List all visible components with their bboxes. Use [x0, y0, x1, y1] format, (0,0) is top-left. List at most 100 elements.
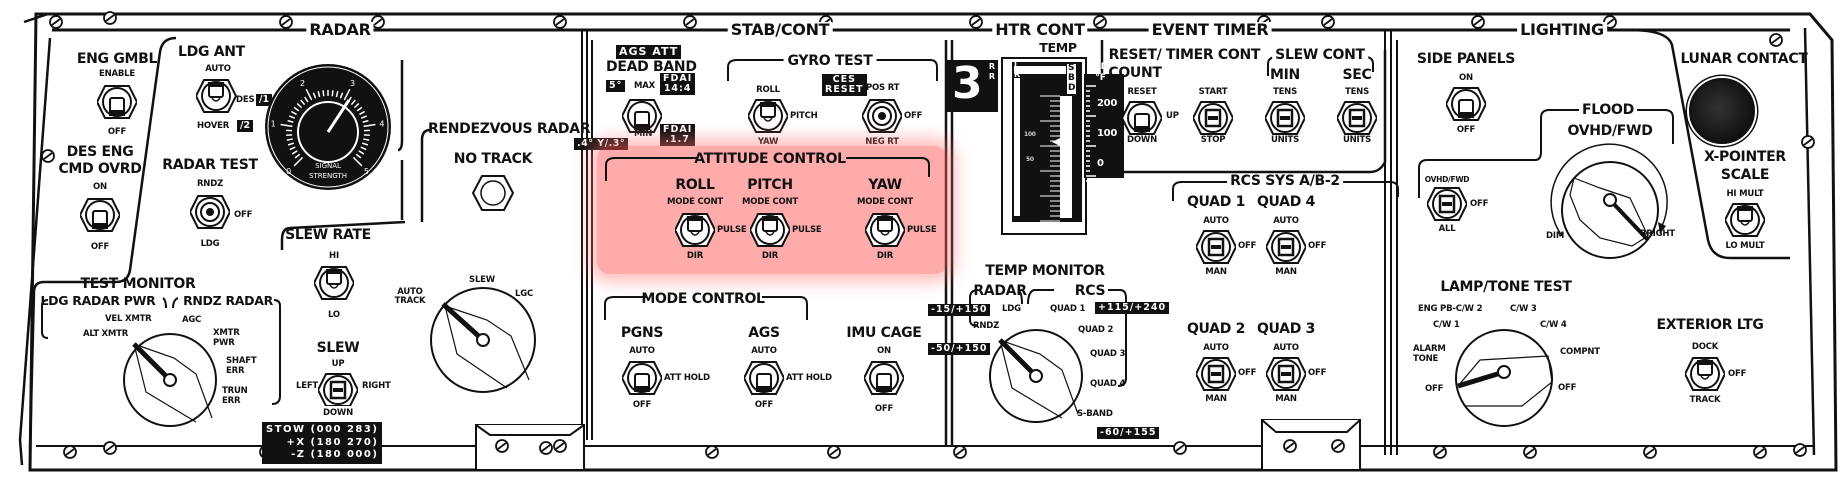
lamp-tone-rotary-switch[interactable] — [1452, 326, 1556, 434]
rcs-quad-down-label: MAN — [1205, 267, 1227, 277]
rcs-quad4-switch[interactable] — [1266, 227, 1306, 265]
x-pointer-toggle[interactable] — [1725, 200, 1765, 238]
rr-tag: R R — [989, 62, 995, 81]
test-monitor-title: TEST MONITOR — [80, 276, 196, 292]
rcs-quad-down-label: MAN — [1275, 267, 1297, 277]
flood-ovhd-fwd-switch[interactable] — [1427, 184, 1467, 222]
pgns-down-label: OFF — [632, 400, 652, 410]
flood-dimmer-knob[interactable] — [1540, 140, 1680, 260]
reset-count-title-2: COUNT — [1108, 65, 1162, 81]
test-monitor-rotary-switch[interactable] — [120, 330, 220, 430]
rcs-quad-right-label: OFF — [1238, 241, 1257, 251]
exterior-ltg-toggle[interactable] — [1685, 354, 1725, 392]
signal-tick — [296, 102, 303, 109]
flood-switch-down-label: ALL — [1438, 224, 1456, 234]
signal-tick — [331, 90, 334, 97]
signal-tick — [355, 153, 362, 159]
slew-rate-toggle[interactable] — [314, 263, 354, 307]
attitude-yaw-toggle[interactable] — [865, 210, 905, 250]
slew-up-label: UP — [331, 359, 345, 369]
rcs-quad2-switch[interactable] — [1196, 354, 1236, 392]
lunar-contact-light — [1689, 78, 1755, 144]
slew-rate-up-label: HI — [329, 251, 339, 261]
imu-cage-toggle[interactable] — [864, 358, 904, 402]
test-monitor-brackets — [41, 297, 281, 405]
range-rndz: -15/+150 — [928, 304, 991, 316]
screw-slot — [971, 18, 981, 26]
screw-slot — [1771, 36, 1781, 44]
signal-tick — [317, 90, 321, 98]
dead-band-title: DEAD BAND — [606, 59, 697, 75]
des-eng-title-1: DES ENG — [66, 144, 134, 160]
lamp-pos-cw4: C/W 4 — [1540, 320, 1567, 330]
mode-control-bracket — [604, 296, 808, 320]
screw-slot — [1323, 18, 1333, 26]
signal-tick — [353, 102, 360, 109]
slew-sec-switch[interactable] — [1337, 98, 1377, 136]
rcs-quad-right-label: OFF — [1308, 368, 1327, 378]
lamp-tone-dial — [1455, 329, 1553, 427]
gyro-axis-right-label: PITCH — [790, 111, 818, 121]
temp-left-50: 50 — [1026, 156, 1034, 163]
radar-mode-rotary-switch[interactable] — [427, 284, 539, 396]
des-eng-toggle[interactable] — [80, 195, 120, 239]
temp-monitor-title: TEMP MONITOR — [985, 263, 1105, 279]
fdai-max-line-2: 14:4 — [663, 82, 692, 94]
temp-monitor-dial — [989, 329, 1083, 423]
rendezvous-radar-title: RENDEZVOUS RADAR — [428, 121, 591, 137]
timer-cont-switch[interactable] — [1193, 98, 1233, 136]
attitude-axis-down-label: DIR — [761, 251, 779, 261]
signal-tick — [322, 90, 325, 97]
reset-count-toggle[interactable] — [1122, 98, 1162, 136]
screw-slot — [43, 152, 53, 160]
rcs-quad1-switch[interactable] — [1196, 227, 1236, 265]
screw-slot — [955, 448, 965, 456]
reset-count-right-label: UP — [1166, 111, 1179, 121]
signal-label-1: SIGNAL — [315, 162, 341, 170]
reset-count-up-label: RESET — [1127, 87, 1157, 97]
no-track-light — [472, 175, 514, 211]
rcs-quad-down-label: MAN — [1205, 394, 1227, 404]
radar-test-right-label: OFF — [234, 210, 253, 220]
gyro-test-title: GYRO TEST — [783, 54, 877, 68]
rr-line-1: R — [988, 62, 995, 71]
sbd-line-3: D — [1068, 82, 1076, 93]
exterior-ltg-title: EXTERIOR LTG — [1656, 317, 1764, 333]
pgns-right-label: ATT HOLD — [664, 373, 710, 383]
screw-slot — [829, 448, 839, 456]
gyro-rate-switch[interactable] — [862, 96, 902, 136]
slew-min-switch[interactable] — [1265, 98, 1305, 136]
attitude-axis-title: YAW — [868, 177, 902, 193]
screw-slot — [105, 444, 115, 452]
pgns-toggle[interactable] — [622, 358, 662, 398]
screw-slot — [555, 442, 565, 450]
screw-slot — [1285, 442, 1295, 450]
attitude-pitch-toggle[interactable] — [750, 210, 790, 250]
slew-joystick-switch[interactable] — [318, 370, 358, 406]
signal-scale-label: 3 — [350, 79, 355, 88]
pgns-title: PGNS — [620, 325, 664, 341]
ags-att-label: AGS ATT — [616, 45, 682, 59]
radar-test-rotary-switch[interactable] — [190, 192, 230, 236]
test-pos-vel-xmtr: VEL XMTR — [105, 314, 152, 324]
sbd-tag: S B D — [1067, 63, 1077, 94]
rcs-quad-down-label: MAN — [1275, 394, 1297, 404]
attitude-control-title: ATTITUDE CONTROL — [694, 151, 846, 167]
eng-gmbl-toggle[interactable] — [97, 82, 137, 126]
ldg-ant-toggle[interactable] — [196, 76, 238, 120]
ags-title: AGS — [748, 325, 780, 341]
signal-tick — [293, 106, 300, 112]
temp-monitor-rotary-switch[interactable] — [986, 326, 1086, 430]
slew-min-down-label: UNITS — [1270, 135, 1300, 145]
range-ldg: -50/+150 — [928, 343, 991, 355]
lr-line-1: L — [1014, 61, 1020, 70]
ags-toggle[interactable] — [744, 358, 784, 398]
flood-switch-up-label: OVHD/FWD — [1424, 175, 1470, 184]
ldg-ant-up-label: AUTO — [205, 64, 231, 74]
signal-tick — [362, 142, 369, 146]
gyro-axis-toggle[interactable] — [748, 96, 788, 136]
signal-tick — [294, 153, 301, 159]
attitude-roll-toggle[interactable] — [675, 210, 715, 250]
rcs-quad3-switch[interactable] — [1266, 354, 1306, 392]
